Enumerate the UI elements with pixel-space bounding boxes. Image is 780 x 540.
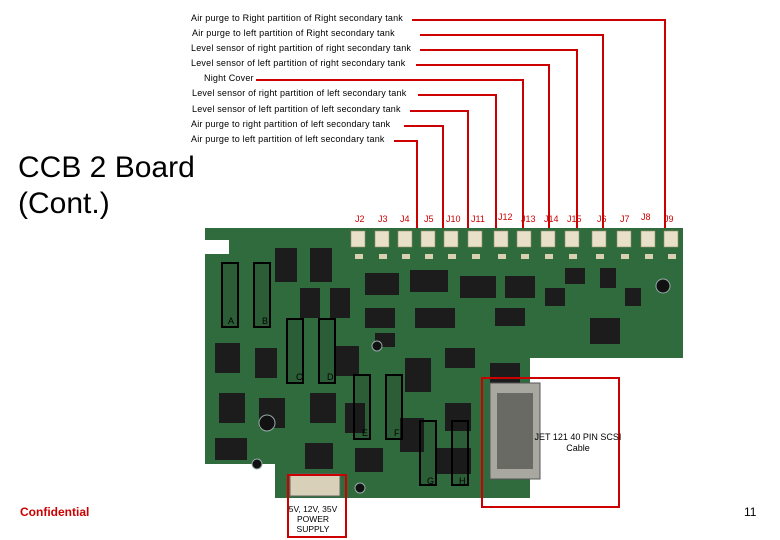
leader-drop bbox=[467, 110, 469, 231]
connector-label: J11 bbox=[471, 214, 485, 224]
connector-label: J9 bbox=[664, 214, 674, 224]
box-label-e: E bbox=[362, 428, 369, 438]
leader-drop bbox=[416, 140, 418, 231]
highlight-box-d bbox=[318, 318, 336, 384]
page-number: 11 bbox=[744, 505, 757, 519]
leader-drop bbox=[664, 19, 666, 231]
callout-label-5: Night Cover bbox=[204, 73, 254, 83]
callout-label-9: Air purge to left partition of left seco… bbox=[191, 134, 385, 144]
connector-label: J10 bbox=[446, 214, 461, 224]
connector-label: J8 bbox=[641, 212, 651, 222]
callout-label-3: Level sensor of right partition of right… bbox=[191, 43, 412, 53]
leader-line bbox=[256, 79, 524, 81]
slide-title: CCB 2 Board (Cont.) bbox=[18, 151, 195, 220]
box-label-g: G bbox=[427, 476, 435, 486]
highlight-box-e bbox=[353, 374, 371, 440]
highlight-box-f bbox=[385, 374, 403, 440]
box-label-h: H bbox=[459, 476, 466, 486]
callout-label-4: Level sensor of left partition of right … bbox=[191, 58, 406, 68]
leader-line bbox=[404, 125, 444, 127]
leader-drop bbox=[576, 49, 578, 231]
scsi-connector-highlight bbox=[481, 377, 620, 508]
highlight-box-c bbox=[286, 318, 304, 384]
callout-label-7: Level sensor of left partition of left s… bbox=[192, 104, 401, 114]
leader-line bbox=[420, 34, 604, 36]
connector-label: J13 bbox=[521, 214, 536, 224]
box-label-d: D bbox=[327, 372, 334, 382]
connector-label: J12 bbox=[498, 212, 513, 222]
leader-drop bbox=[495, 94, 497, 231]
callout-label-1: Air purge to Right partition of Right se… bbox=[191, 13, 404, 23]
box-label-b: B bbox=[262, 316, 269, 326]
box-label-a: A bbox=[228, 316, 235, 326]
leader-drop bbox=[442, 125, 444, 231]
leader-drop bbox=[548, 64, 550, 231]
callout-label-6: Level sensor of right partition of left … bbox=[192, 88, 407, 98]
scsi-cable-label: JET 121 40 PIN SCSI Cable bbox=[534, 432, 622, 453]
leader-line bbox=[410, 110, 469, 112]
box-label-f: F bbox=[394, 428, 400, 438]
power-supply-label: 5V, 12V, 35V POWER SUPPLY bbox=[288, 504, 338, 534]
connector-label: J6 bbox=[597, 214, 607, 224]
leader-line bbox=[412, 19, 665, 21]
connector-label: J7 bbox=[620, 214, 630, 224]
box-label-c: C bbox=[296, 372, 303, 382]
connector-label: J3 bbox=[378, 214, 388, 224]
leader-line bbox=[418, 94, 497, 96]
connector-label: J4 bbox=[400, 214, 410, 224]
connector-label: J5 bbox=[424, 214, 434, 224]
leader-drop bbox=[602, 34, 604, 231]
callout-label-2: Air purge to left partition of Right sec… bbox=[192, 28, 395, 38]
connector-label: J2 bbox=[355, 214, 365, 224]
highlight-box-g bbox=[419, 420, 437, 486]
connector-label: J14 bbox=[544, 214, 559, 224]
callout-label-8: Air purge to right partition of left sec… bbox=[191, 119, 391, 129]
highlight-box-h bbox=[451, 420, 469, 486]
circuit-board-photo bbox=[205, 228, 683, 498]
leader-drop bbox=[522, 79, 524, 231]
leader-line bbox=[416, 64, 550, 66]
highlight-box-a bbox=[221, 262, 239, 328]
leader-line bbox=[420, 49, 578, 51]
confidential-label: Confidential bbox=[20, 505, 90, 519]
highlight-box-b bbox=[253, 262, 271, 328]
power-connector-highlight bbox=[287, 474, 347, 538]
connector-label: J15 bbox=[567, 214, 582, 224]
leader-line bbox=[394, 140, 418, 142]
